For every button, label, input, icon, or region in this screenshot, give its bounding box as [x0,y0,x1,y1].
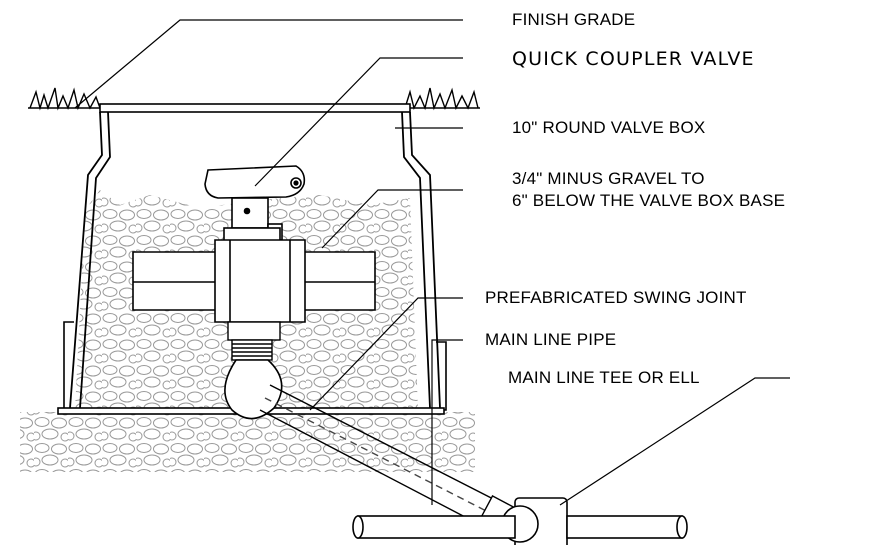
label-gravel-line1: 3/4" MINUS GRAVEL TO [512,169,705,188]
swing-joint-body [132,239,376,323]
threaded-nipple [227,321,281,361]
leader-lines [74,19,790,506]
label-swing-joint: PREFABRICATED SWING JOINT [485,288,747,307]
gravel-base [20,412,475,472]
label-gravel-line2: 6" BELOW THE VALVE BOX BASE [512,191,786,210]
label-main-line-pipe: MAIN LINE PIPE [485,330,617,349]
label-quick-coupler-valve: QUICK COUPLER VALVE [512,48,755,70]
valve-box-lid [99,103,411,113]
label-valve-box: 10" ROUND VALVE BOX [512,118,706,137]
grass-right [404,87,479,111]
grass-left [29,87,101,111]
valve-box [69,111,441,409]
label-main-line-tee: MAIN LINE TEE OR ELL [508,368,700,387]
swing-joint-elbow [224,359,283,420]
main-line-pipe-drawing [352,515,688,539]
label-gravel: 3/4" MINUS GRAVEL TO 6" BELOW THE VALVE … [512,168,785,212]
label-finish-grade: FINISH GRADE [512,10,636,29]
